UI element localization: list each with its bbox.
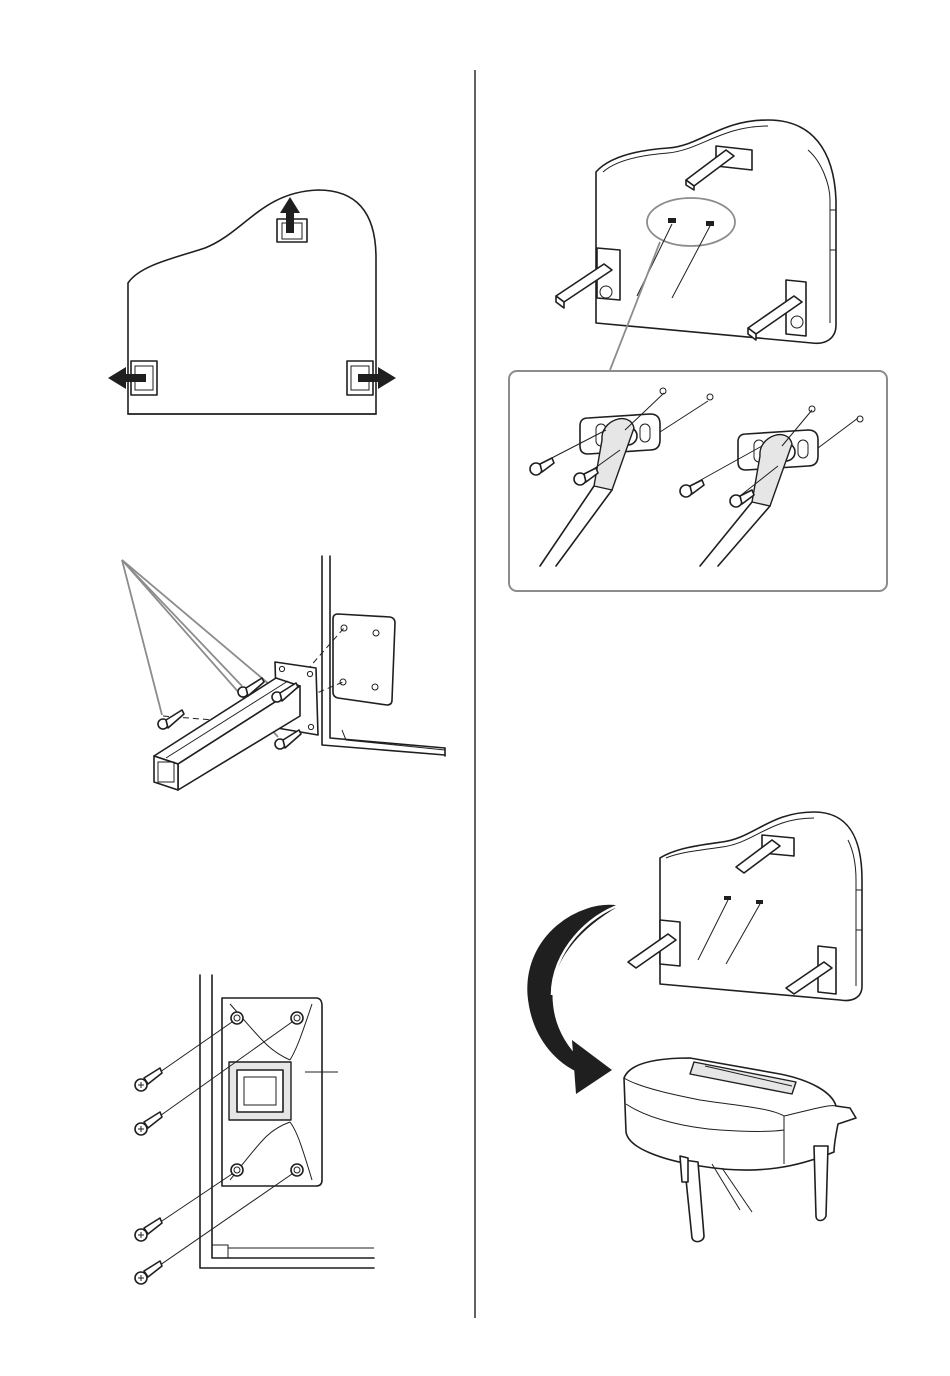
screw-icon [135, 1261, 162, 1284]
curved-arrow-icon [528, 905, 620, 1094]
figure-plate-closeup [135, 975, 374, 1284]
screw-icon [135, 1218, 162, 1241]
screw-icon [275, 730, 301, 749]
figure-rotate-piano [528, 812, 862, 1242]
figure-bottom-panel [108, 190, 396, 414]
piano-bottom-outline [128, 190, 376, 414]
figure-pedal-rods [509, 120, 887, 591]
piano-upright [624, 1058, 856, 1242]
leg-left [556, 248, 620, 308]
screw-icon [135, 1112, 162, 1135]
mounting-plate [333, 614, 395, 705]
screw-icon [135, 1068, 162, 1091]
mounting-plate-front [222, 998, 322, 1186]
leg-left [628, 920, 680, 968]
figure-leg-screws [122, 556, 445, 790]
